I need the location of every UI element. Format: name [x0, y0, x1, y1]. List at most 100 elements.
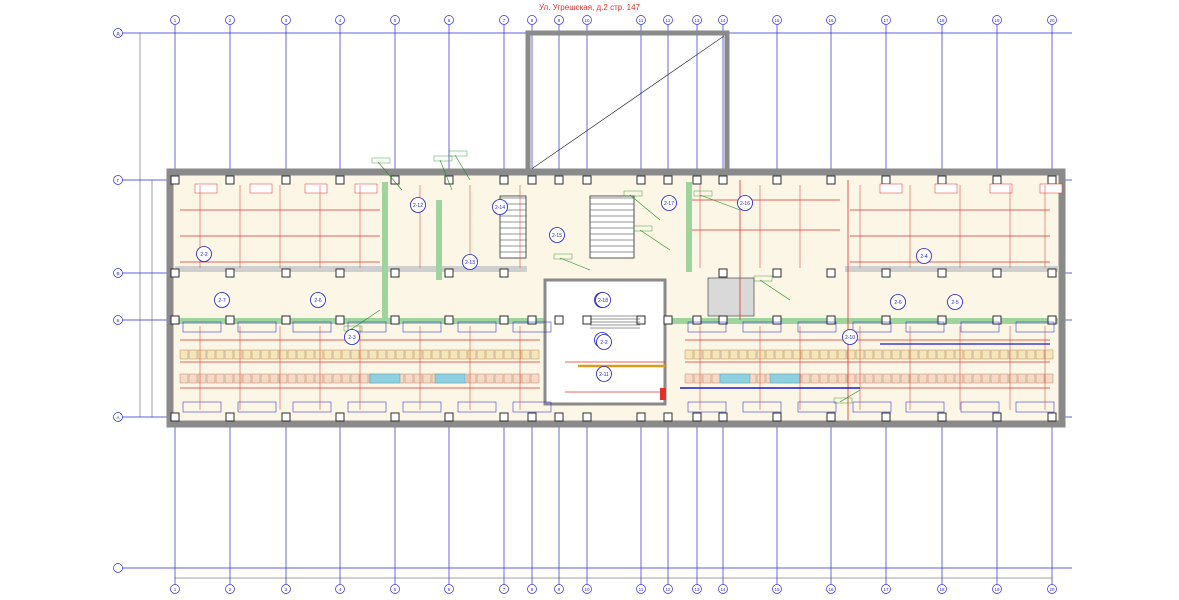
axis-bubble-col-14: [718, 15, 728, 25]
structural-column: [225, 412, 235, 422]
workstation-desk: [810, 349, 820, 360]
axis-label-col-1: 1: [174, 587, 177, 592]
outlet-tag-bottom: [1015, 401, 1055, 413]
workstation-desk: [341, 373, 351, 384]
structural-column: [390, 268, 400, 278]
workstation-desk: [945, 349, 955, 360]
structural-column: [992, 412, 1002, 422]
workstation-desk: [395, 349, 405, 360]
workstation-desk: [1008, 349, 1018, 360]
workstation-desk: [476, 373, 486, 384]
axis-bubble-row-Б: [113, 315, 123, 325]
workstation-desk: [684, 349, 694, 360]
structural-column: [582, 412, 592, 422]
structural-column: [992, 268, 1002, 278]
structural-column: [881, 268, 891, 278]
workstation-desk: [233, 349, 243, 360]
outlet-tag-bottom: [852, 401, 892, 413]
structural-column: [335, 268, 345, 278]
workstation-desk: [972, 373, 982, 384]
axis-label-col-18: 18: [939, 18, 945, 23]
annotation-leader: [629, 194, 661, 221]
room-2-11-label: 2-11: [599, 372, 609, 378]
room-2-15-tag: [549, 227, 565, 243]
workstation-desk: [1017, 349, 1027, 360]
workstation-desk: [693, 349, 703, 360]
axis-bubble-row-Г: [113, 175, 123, 185]
workstation-desk: [350, 373, 360, 384]
workstation-desk: [269, 373, 279, 384]
axis-bubble-col-9: [554, 15, 564, 25]
axis-label-col-2: 2: [229, 18, 232, 23]
room-2-4-tag: [916, 248, 932, 264]
axis-bubble-row-В: [113, 268, 123, 278]
workstation-desk: [206, 349, 216, 360]
axis-bubble-col-16: [826, 15, 836, 25]
axis-bubble-row-Д: [113, 28, 123, 38]
workstation-desk: [891, 373, 901, 384]
workstation-desk: [476, 349, 486, 360]
structural-column: [170, 268, 180, 278]
workstation-desk: [323, 373, 333, 384]
workstation-desk: [738, 349, 748, 360]
axis-bubble-col-12: [663, 584, 673, 594]
room-2-16-label: 2-16: [740, 201, 750, 207]
structural-column: [881, 175, 891, 185]
workstation-desk: [359, 349, 369, 360]
workstation-desk: [233, 373, 243, 384]
workstation-desk: [936, 373, 946, 384]
axis-label-col-11: 11: [639, 18, 644, 23]
workstation-desk: [846, 373, 856, 384]
corridor-band-left: [175, 318, 545, 324]
equipment-tag: [194, 183, 218, 194]
workstation-desk: [918, 349, 928, 360]
room-2-3-label: 2-3: [348, 335, 355, 341]
axis-label-col-16: 16: [828, 18, 834, 23]
workstation-desk: [1044, 373, 1054, 384]
workstation-desk: [485, 349, 495, 360]
room-2-6b-label: 2-6: [894, 300, 901, 306]
workstation-desk: [485, 373, 495, 384]
room-2-6-tag: [310, 292, 326, 308]
axis-bubble-col-13: [692, 584, 702, 594]
axis-label-col-4: 4: [339, 18, 342, 23]
workstation-desk: [413, 349, 423, 360]
workstation-desk: [990, 373, 1000, 384]
workstation-desk: [197, 349, 207, 360]
axis-bubble-col-15: [772, 15, 782, 25]
stair-treads: [500, 197, 640, 329]
workstation-desk: [765, 349, 775, 360]
workstation-desk: [1017, 373, 1027, 384]
outlet-tag-bottom: [457, 401, 497, 413]
workstation-desk: [864, 373, 874, 384]
workstation-desk: [900, 373, 910, 384]
workstation-desk: [368, 349, 378, 360]
workstation-desk: [1035, 349, 1045, 360]
workstation-desk: [494, 349, 504, 360]
structural-column: [692, 315, 702, 325]
structural-column: [636, 315, 646, 325]
structural-column: [992, 175, 1002, 185]
axis-bubble-col-1: [170, 15, 180, 25]
structural-column: [499, 412, 509, 422]
axis-label-col-1: 1: [174, 18, 177, 23]
room-2-13-tag: [462, 254, 478, 270]
outlet-tag-top: [182, 321, 222, 333]
workstation-desk: [954, 373, 964, 384]
axis-label-col-3: 3: [285, 18, 288, 23]
workstation-desk: [1026, 349, 1036, 360]
structural-column: [225, 315, 235, 325]
workstation-desk: [287, 373, 297, 384]
axis-label-col-9: 9: [558, 587, 561, 592]
room-2-17-label: 2-17: [664, 201, 674, 207]
outlet-tag-top: [347, 321, 387, 333]
structural-column: [582, 315, 592, 325]
structural-column: [718, 315, 728, 325]
axis-label-col-12: 12: [665, 587, 671, 592]
outlet-tag-bottom: [742, 401, 782, 413]
axis-label-col-4: 4: [339, 587, 342, 592]
workstation-desk: [422, 373, 432, 384]
axis-label-col-15: 15: [774, 587, 780, 592]
workstation-desk: [702, 373, 712, 384]
axis-label-col-11: 11: [639, 587, 644, 592]
